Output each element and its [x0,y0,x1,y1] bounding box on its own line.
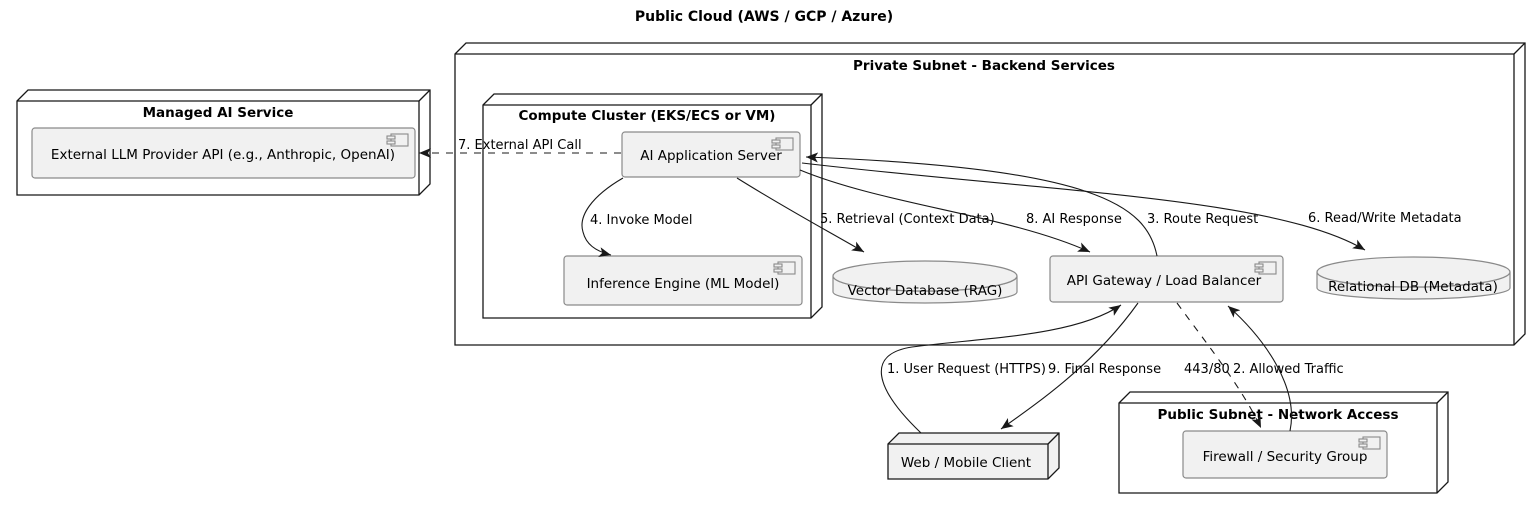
edge-label-port-443-80: 443/80 [1184,362,1230,377]
component-firewall: Firewall / Security Group [1182,430,1388,479]
component-icon [773,261,796,275]
public-subnet-title: Public Subnet - Network Access [1157,407,1398,423]
edge-label-external-api-call: 7. External API Call [458,138,582,153]
edge-ai-response [799,169,1091,253]
diagram-title: Public Cloud (AWS / GCP / Azure) [635,9,893,25]
edge-allowed-traffic [1227,305,1292,432]
inference-engine-label: Inference Engine (ML Model) [587,276,780,292]
public-subnet-corner-edge [1436,391,1449,404]
vector-db-top [832,260,1018,292]
edge-retrieval [736,177,865,253]
component-external-llm-api: External LLM Provider API (e.g., Anthrop… [31,127,416,179]
edge-final-response [1000,302,1139,430]
component-ai-app-server: AI Application Server [621,131,801,178]
edge-label-allowed-traffic: 2. Allowed Traffic [1233,362,1344,377]
edge-label-final-response: 9. Final Response [1048,362,1161,377]
vector-db-label: Vector Database (RAG) [848,283,1003,299]
private-subnet-title: Private Subnet - Backend Services [853,58,1115,74]
component-icon [1358,436,1381,450]
web-client-corner-edge [1047,432,1060,445]
inference-engine-box [563,255,803,306]
component-inference-engine: Inference Engine (ML Model) [563,255,803,306]
edge-invoke-model [581,177,624,257]
relational-db-top [1316,256,1511,288]
edge-read-write-metadata [801,162,1366,251]
component-api-gateway: API Gateway / Load Balancer [1049,255,1284,303]
web-client-label: Web / Mobile Client [901,455,1031,471]
edge-label-retrieval: 5. Retrieval (Context Data) [820,212,995,227]
edges: 7. External API Call 4. Invoke Model 5. … [419,138,1462,434]
relational-db-label: Relational DB (Metadata) [1328,279,1498,295]
external-llm-api-box [31,127,416,179]
compute-cluster-title: Compute Cluster (EKS/ECS or VM) [519,108,776,124]
node-web-client: Web / Mobile Client [887,432,1060,480]
api-gateway-box [1049,255,1284,303]
managed-ai-corner-edge [418,89,431,102]
edge-label-read-write-metadata: 6. Read/Write Metadata [1308,211,1462,226]
ai-app-server-box [621,131,801,178]
edge-label-ai-response: 8. AI Response [1026,212,1122,227]
component-icon [1254,261,1277,275]
private-subnet-corner-edge [1513,42,1526,55]
edge-port-443-80 [1176,302,1262,429]
compute-cluster-corner-edge [810,93,823,106]
ai-app-server-label: AI Application Server [640,148,782,164]
firewall-label: Firewall / Security Group [1203,449,1368,465]
edge-label-invoke-model: 4. Invoke Model [590,213,692,228]
database-relational-db: Relational DB (Metadata) [1316,256,1511,300]
component-icon [386,133,409,147]
external-llm-api-label: External LLM Provider API (e.g., Anthrop… [51,147,395,163]
edge-user-request [880,304,1122,434]
edge-label-user-request: 1. User Request (HTTPS) [887,362,1046,377]
database-vector-db: Vector Database (RAG) [832,260,1018,304]
firewall-box [1182,430,1388,479]
api-gateway-label: API Gateway / Load Balancer [1067,273,1262,289]
managed-ai-title: Managed AI Service [143,105,294,121]
edge-label-route-request: 3. Route Request [1147,212,1258,227]
component-icon [771,137,794,151]
